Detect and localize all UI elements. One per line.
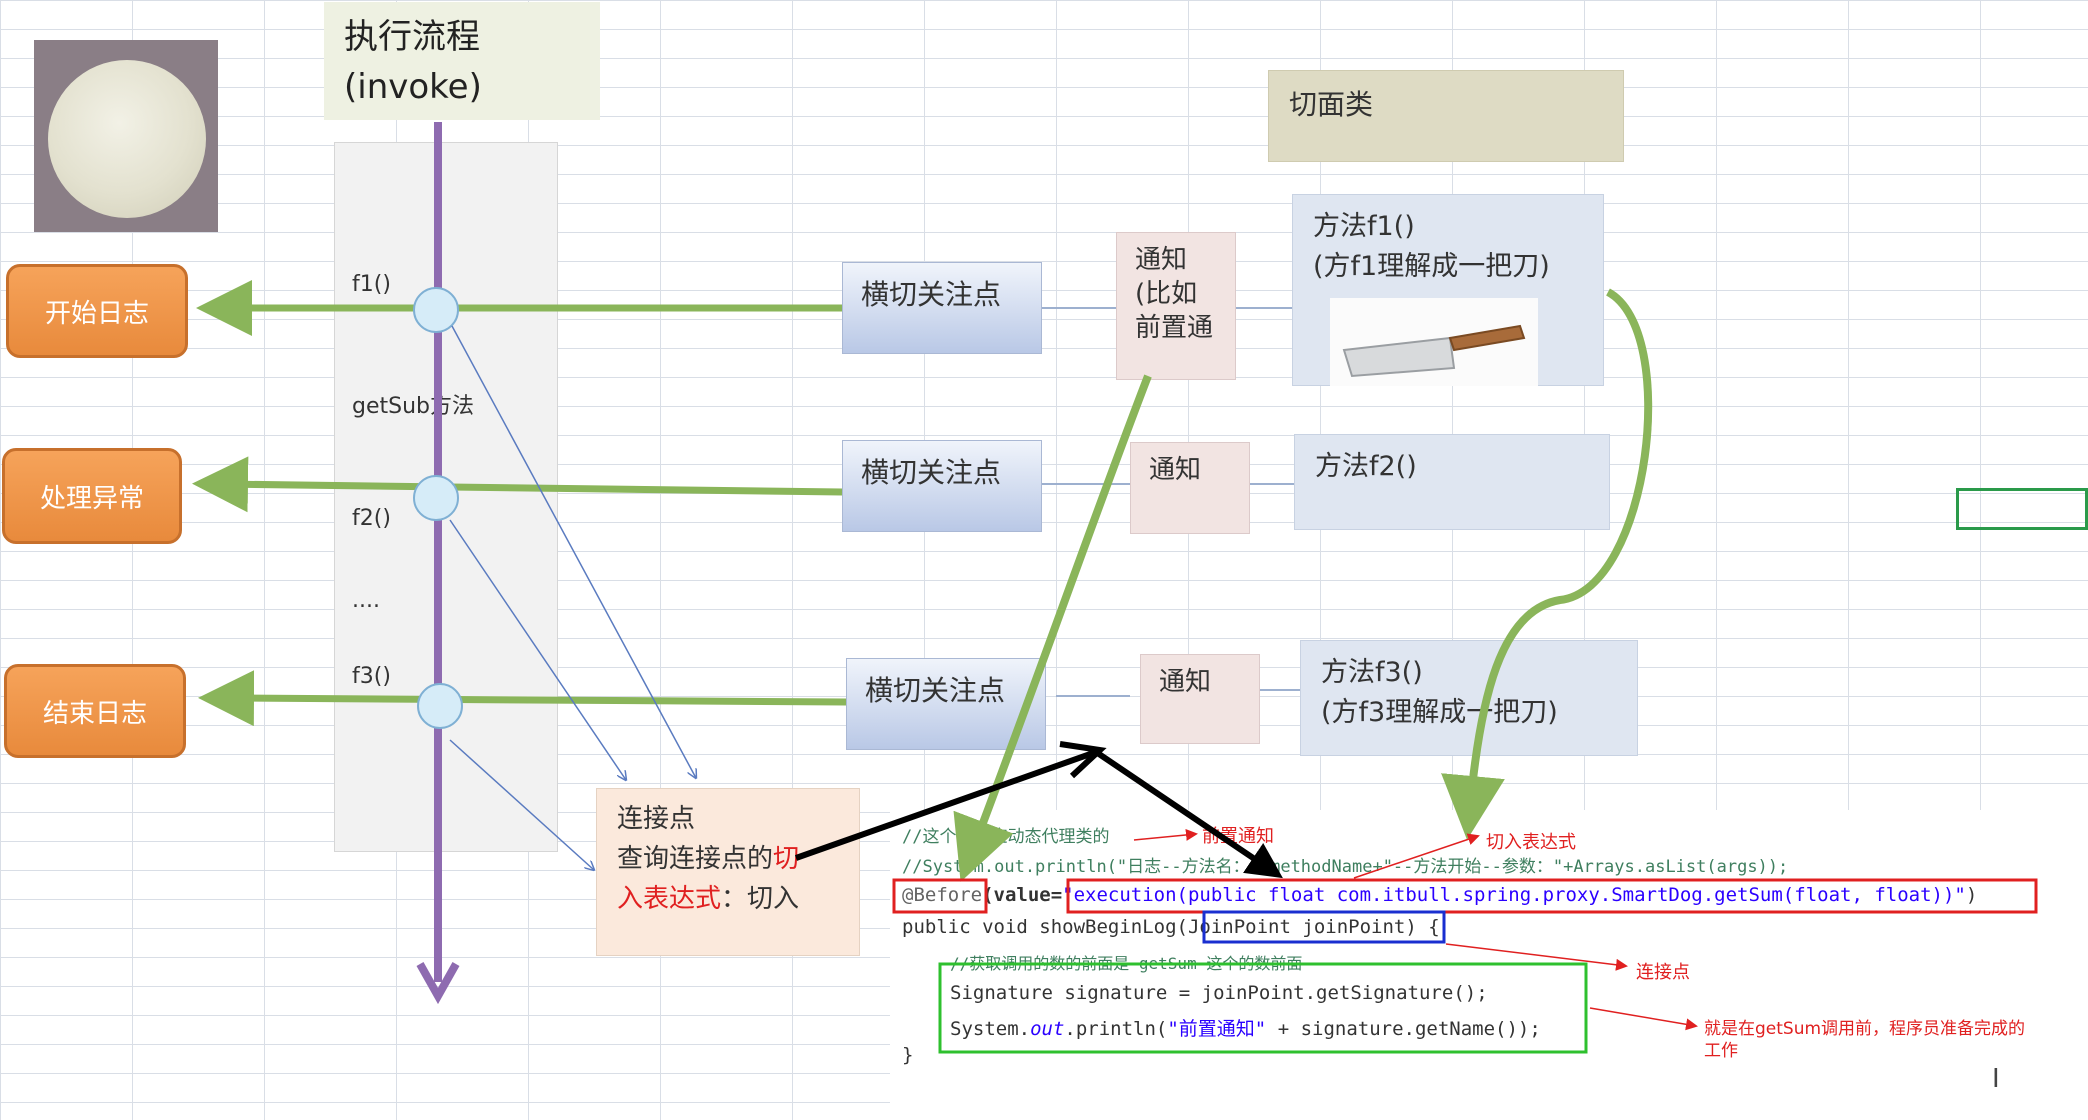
code-before-line: @Before(value="execution(public float co… [902,884,1977,906]
flow-dots-label: .... [352,588,380,613]
knife-image [1330,298,1538,386]
method-f3-line1: 方法f3() [1321,657,1423,688]
code-print-c: + signature.getName()); [1266,1018,1541,1040]
code-print-b: .println( [1064,1018,1168,1040]
dough-disc [48,60,206,218]
code-comment-3: //获取调用的数的前面是 getSum 这个的数前面 [950,954,1303,973]
flow-title: 执行流程 (invoke) [324,2,600,120]
end-log-label: 结束日志 [42,698,147,729]
notice-box-3: 通知 [1140,654,1260,744]
code-sig-suffix: ) { [1405,916,1440,938]
join-point-line2b: 切 [773,844,800,874]
join-point-line2: 查询连接点的切 [617,839,859,879]
concern-box-3: 横切关注点 [846,658,1046,750]
flow-f3-label: f3() [352,664,391,689]
aspect-class-label: 切面类 [1289,88,1374,121]
notice-1-line3: 前置通 [1135,313,1214,343]
code-line-print: System.out.println("前置通知" + signature.ge… [950,1014,1541,1041]
notice-1-line1: 通知 [1135,245,1188,275]
code-sig-prefix: public void showBeginLog( [902,916,1188,938]
concern-label-3: 横切关注点 [865,674,1006,707]
annotation-pointcut-expr: 切入表达式 [1486,832,1576,853]
method-f2-label: 方法f2() [1315,451,1417,482]
annotation-before-notice: 前置通知 [1202,826,1274,847]
start-log-label: 开始日志 [44,298,149,329]
join-point-line1: 连接点 [617,804,696,834]
code-line-signature: Signature signature = joinPoint.getSigna… [950,982,1488,1004]
join-point-box: 连接点 查询连接点的切 入表达式：切入 [596,788,860,956]
method-f2-box: 方法f2() [1294,434,1610,530]
annotation-explain-1: 就是在getSum调用前，程序员准备完成的 [1704,1019,2026,1039]
notice-box-2: 通知 [1130,442,1250,534]
code-expression: "execution(public float com.itbull.sprin… [1062,884,1966,906]
text-cursor-icon: I [1992,1064,2000,1094]
code-annotation: @Before [902,884,983,906]
selected-cell[interactable] [1956,488,2088,530]
annotation-explain-2: 工作 [1704,1041,1738,1061]
annotation-join-point: 连接点 [1636,962,1690,983]
flow-title-line1: 执行流程 [344,17,480,57]
code-comment-1: //这个就对应动态代理类的 [902,827,1110,847]
join-point-line3: 入表达式：切入 [617,879,859,919]
flow-f1-label: f1() [352,272,391,297]
end-log-box: 结束日志 [4,664,186,758]
join-point-line3a: 入表达式 [617,884,722,914]
code-value-key: (value= [982,884,1063,906]
aspect-class-box: 切面类 [1268,70,1624,162]
flow-getsub-label: getSub方法 [352,394,474,419]
code-print-a: System. [950,1018,1031,1040]
code-param: JoinPoint joinPoint [1187,916,1406,938]
concern-label-2: 横切关注点 [861,456,1002,489]
flow-panel [334,142,558,852]
method-f3-box: 方法f3() (方f3理解成一把刀) [1300,640,1638,756]
method-f3-line2: (方f3理解成一把刀) [1321,697,1558,728]
concern-box-1: 横切关注点 [842,262,1042,354]
knife-icon [1342,324,1526,378]
notice-2-label: 通知 [1149,455,1202,485]
concern-box-2: 横切关注点 [842,440,1042,532]
notice-3-label: 通知 [1159,667,1212,697]
start-log-box: 开始日志 [6,264,188,358]
concern-label-1: 横切关注点 [861,278,1002,311]
flow-title-line2: (invoke) [344,67,482,107]
join-point-line3b: ：切入 [721,884,800,914]
exception-label: 处理异常 [39,483,144,514]
dough-photo [34,40,218,232]
code-comment-2: //System.out.println("日志--方法名："+methodNa… [902,857,1789,877]
code-close-brace: } [902,1044,914,1066]
code-close-paren: ) [1965,884,1978,906]
code-print-str: "前置通知" [1167,1018,1267,1040]
join-point-line2a: 查询连接点的 [617,844,774,874]
notice-1-line2: (比如 [1135,279,1198,309]
flow-f2-label: f2() [352,506,391,531]
method-f1-line2: (方f1理解成一把刀) [1313,251,1550,282]
notice-box-1: 通知 (比如 前置通 [1116,232,1236,380]
code-print-out: out [1030,1018,1065,1040]
code-signature-line: public void showBeginLog(JoinPoint joinP… [902,916,1440,938]
exception-box: 处理异常 [2,448,182,544]
method-f1-line1: 方法f1() [1313,211,1415,242]
